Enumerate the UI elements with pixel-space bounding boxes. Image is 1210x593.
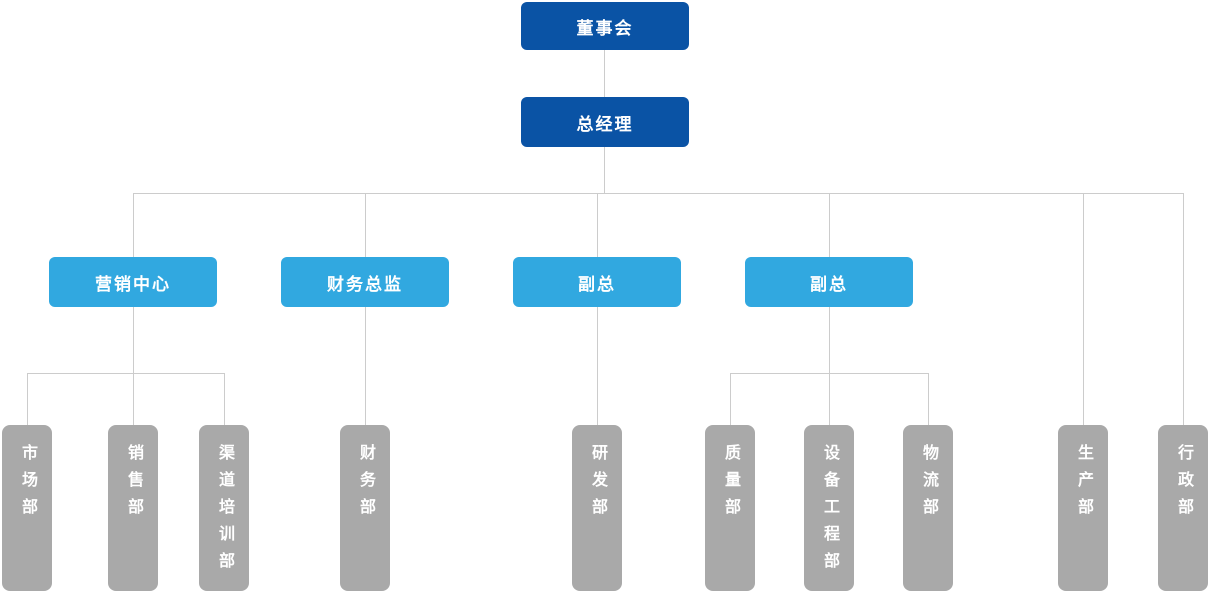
connector-line [27, 373, 28, 425]
connector-line [829, 307, 830, 373]
dept-research-development: 研发部 [572, 425, 622, 591]
org-node-label: 副总 [578, 274, 616, 294]
connector-line [597, 307, 598, 425]
dept-label: 行政部 [1175, 444, 1192, 525]
connector-line [604, 147, 605, 193]
org-node-vice-president-2: 副总 [745, 257, 913, 307]
dept-production: 生产部 [1058, 425, 1108, 591]
dept-label: 研发部 [589, 444, 606, 525]
connector-line [928, 373, 929, 425]
dept-label: 市场部 [19, 444, 36, 525]
org-node-label: 副总 [810, 274, 848, 294]
dept-channel-training: 渠道培训部 [199, 425, 249, 591]
dept-label: 质量部 [722, 444, 739, 525]
dept-quality: 质量部 [705, 425, 755, 591]
connector-line [133, 193, 1183, 194]
dept-logistics: 物流部 [903, 425, 953, 591]
connector-line [224, 373, 225, 425]
connector-line [597, 193, 598, 257]
connector-line [133, 373, 134, 425]
org-node-general-manager: 总经理 [521, 97, 689, 147]
org-node-label: 财务总监 [327, 274, 403, 294]
org-node-label: 董事会 [576, 18, 634, 38]
dept-label: 销售部 [125, 444, 142, 525]
connector-line [730, 373, 731, 425]
dept-finance: 财务部 [340, 425, 390, 591]
org-node-label: 营销中心 [95, 274, 171, 294]
dept-label: 物流部 [920, 444, 937, 525]
connector-line [829, 373, 830, 425]
connector-line [829, 193, 830, 257]
connector-line [1083, 193, 1084, 425]
org-node-finance-director: 财务总监 [281, 257, 449, 307]
org-node-vice-president-1: 副总 [513, 257, 681, 307]
connector-line [133, 193, 134, 257]
dept-administration: 行政部 [1158, 425, 1208, 591]
org-node-label: 总经理 [576, 114, 634, 134]
dept-label: 财务部 [357, 444, 374, 525]
connector-line [133, 307, 134, 373]
org-node-board: 董事会 [521, 2, 689, 50]
dept-market: 市场部 [2, 425, 52, 591]
connector-line [365, 193, 366, 257]
connector-line [1183, 193, 1184, 425]
dept-sales: 销售部 [108, 425, 158, 591]
dept-label: 设备工程部 [821, 444, 838, 579]
connector-line [365, 307, 366, 425]
dept-equipment-engineering: 设备工程部 [804, 425, 854, 591]
org-node-marketing-center: 营销中心 [49, 257, 217, 307]
connector-line [27, 373, 224, 374]
dept-label: 渠道培训部 [216, 444, 233, 579]
dept-label: 生产部 [1075, 444, 1092, 525]
connector-line [604, 50, 605, 97]
